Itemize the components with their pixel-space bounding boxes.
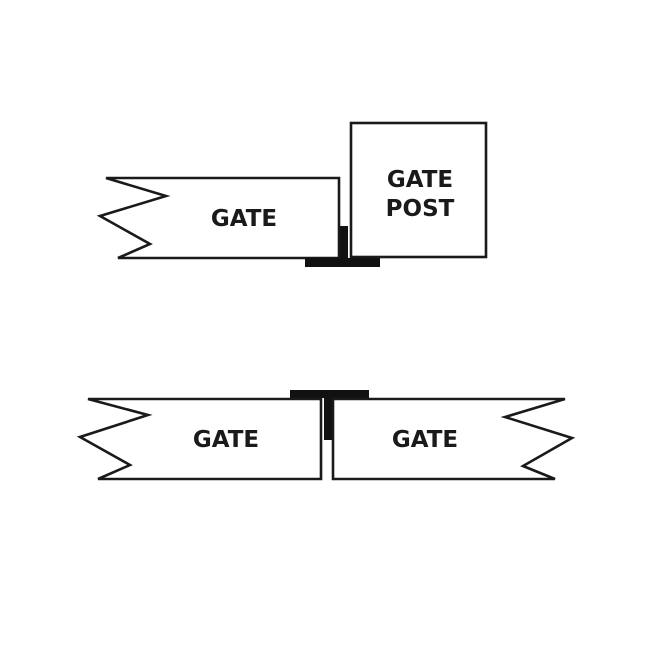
double-gate-figure: GATE GATE (76, 390, 576, 481)
right-gate-label: GATE (392, 427, 458, 453)
gate-panel (96, 176, 341, 260)
left-gate-label: GATE (193, 427, 259, 453)
left-gate-panel (76, 397, 323, 481)
gate-against-post-figure: GATE GATE POST (96, 121, 488, 267)
gate-stop-stem (340, 226, 348, 262)
gate-post-label-line2: POST (386, 196, 455, 222)
gate-stop-t-bracket (305, 226, 380, 267)
gate-stop-stem (324, 394, 332, 440)
gate-label: GATE (211, 206, 277, 232)
right-gate-panel (331, 397, 576, 481)
gate-post-label-line1: GATE (387, 167, 453, 193)
gate-post (349, 121, 488, 259)
gate-stop-t-bracket (290, 390, 369, 440)
gate-stop-base (305, 258, 380, 267)
